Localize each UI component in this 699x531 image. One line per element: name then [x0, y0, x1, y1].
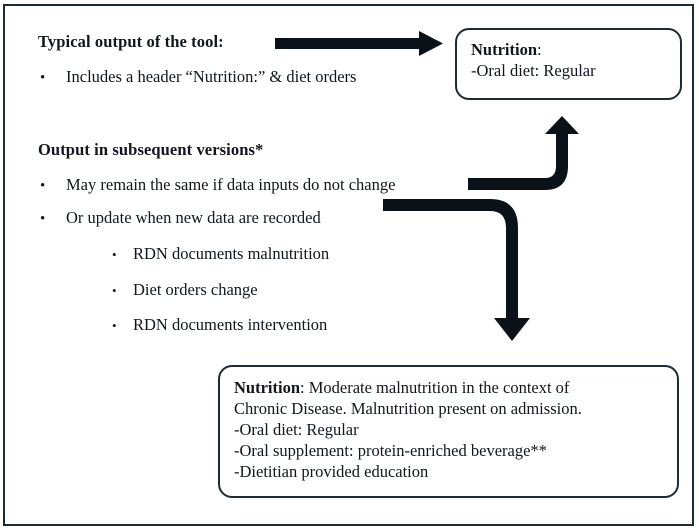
- bullet-glyph-icon: •: [112, 247, 117, 262]
- heading-subsequent-versions: Output in subsequent versions*: [38, 140, 264, 159]
- box-top-diet-line: -Oral diet: Regular: [471, 61, 596, 81]
- bullet-glyph-icon: •: [40, 211, 46, 227]
- box-bottom-line2: Chronic Disease. Malnutrition present on…: [234, 399, 582, 419]
- subbullet-diet-orders-change: • Diet orders change: [112, 280, 258, 300]
- callout-box-updated-output: Nutrition: Moderate malnutrition in the …: [218, 365, 679, 498]
- box-bottom-line1-rest: : Moderate malnutrition in the context o…: [300, 378, 570, 397]
- callout-box-typical-output: Nutrition: -Oral diet: Regular: [455, 28, 682, 100]
- box-bottom-line5: -Dietitian provided education: [234, 462, 429, 482]
- bullet-or-update: • Or update when new data are recorded: [40, 208, 321, 228]
- box-bottom-line4: -Oral supplement: protein-enriched bever…: [234, 441, 547, 461]
- bullet-text: Or update when new data are recorded: [66, 208, 321, 227]
- subbullet-text: RDN documents malnutrition: [133, 244, 330, 263]
- bullet-glyph-icon: •: [40, 178, 46, 194]
- bullet-glyph-icon: •: [112, 318, 117, 333]
- box-bottom-label-bold: Nutrition: [234, 378, 300, 397]
- bullet-may-remain-same: • May remain the same if data inputs do …: [40, 175, 396, 195]
- subbullet-rdn-documents-malnutrition: • RDN documents malnutrition: [112, 244, 330, 264]
- bullet-text: May remain the same if data inputs do no…: [66, 175, 396, 194]
- box-top-label-colon: :: [537, 40, 542, 59]
- heading-typical-output: Typical output of the tool:: [38, 32, 224, 51]
- bullet-glyph-icon: •: [112, 283, 117, 298]
- box-bottom-title-line: Nutrition: Moderate malnutrition in the …: [234, 377, 677, 398]
- box-bottom-line3: -Oral diet: Regular: [234, 420, 359, 440]
- subbullet-text: Diet orders change: [133, 280, 258, 299]
- bullet-glyph-icon: •: [40, 70, 46, 86]
- box-top-title-line: Nutrition:: [471, 39, 680, 60]
- bullet-includes-header: • Includes a header “Nutrition:” & diet …: [40, 67, 357, 87]
- box-top-label-bold: Nutrition: [471, 40, 537, 59]
- bullet-text: Includes a header “Nutrition:” & diet or…: [66, 67, 357, 86]
- subbullet-rdn-documents-intervention: • RDN documents intervention: [112, 315, 328, 335]
- figure-outer-border: [3, 4, 694, 526]
- subbullet-text: RDN documents intervention: [133, 315, 328, 334]
